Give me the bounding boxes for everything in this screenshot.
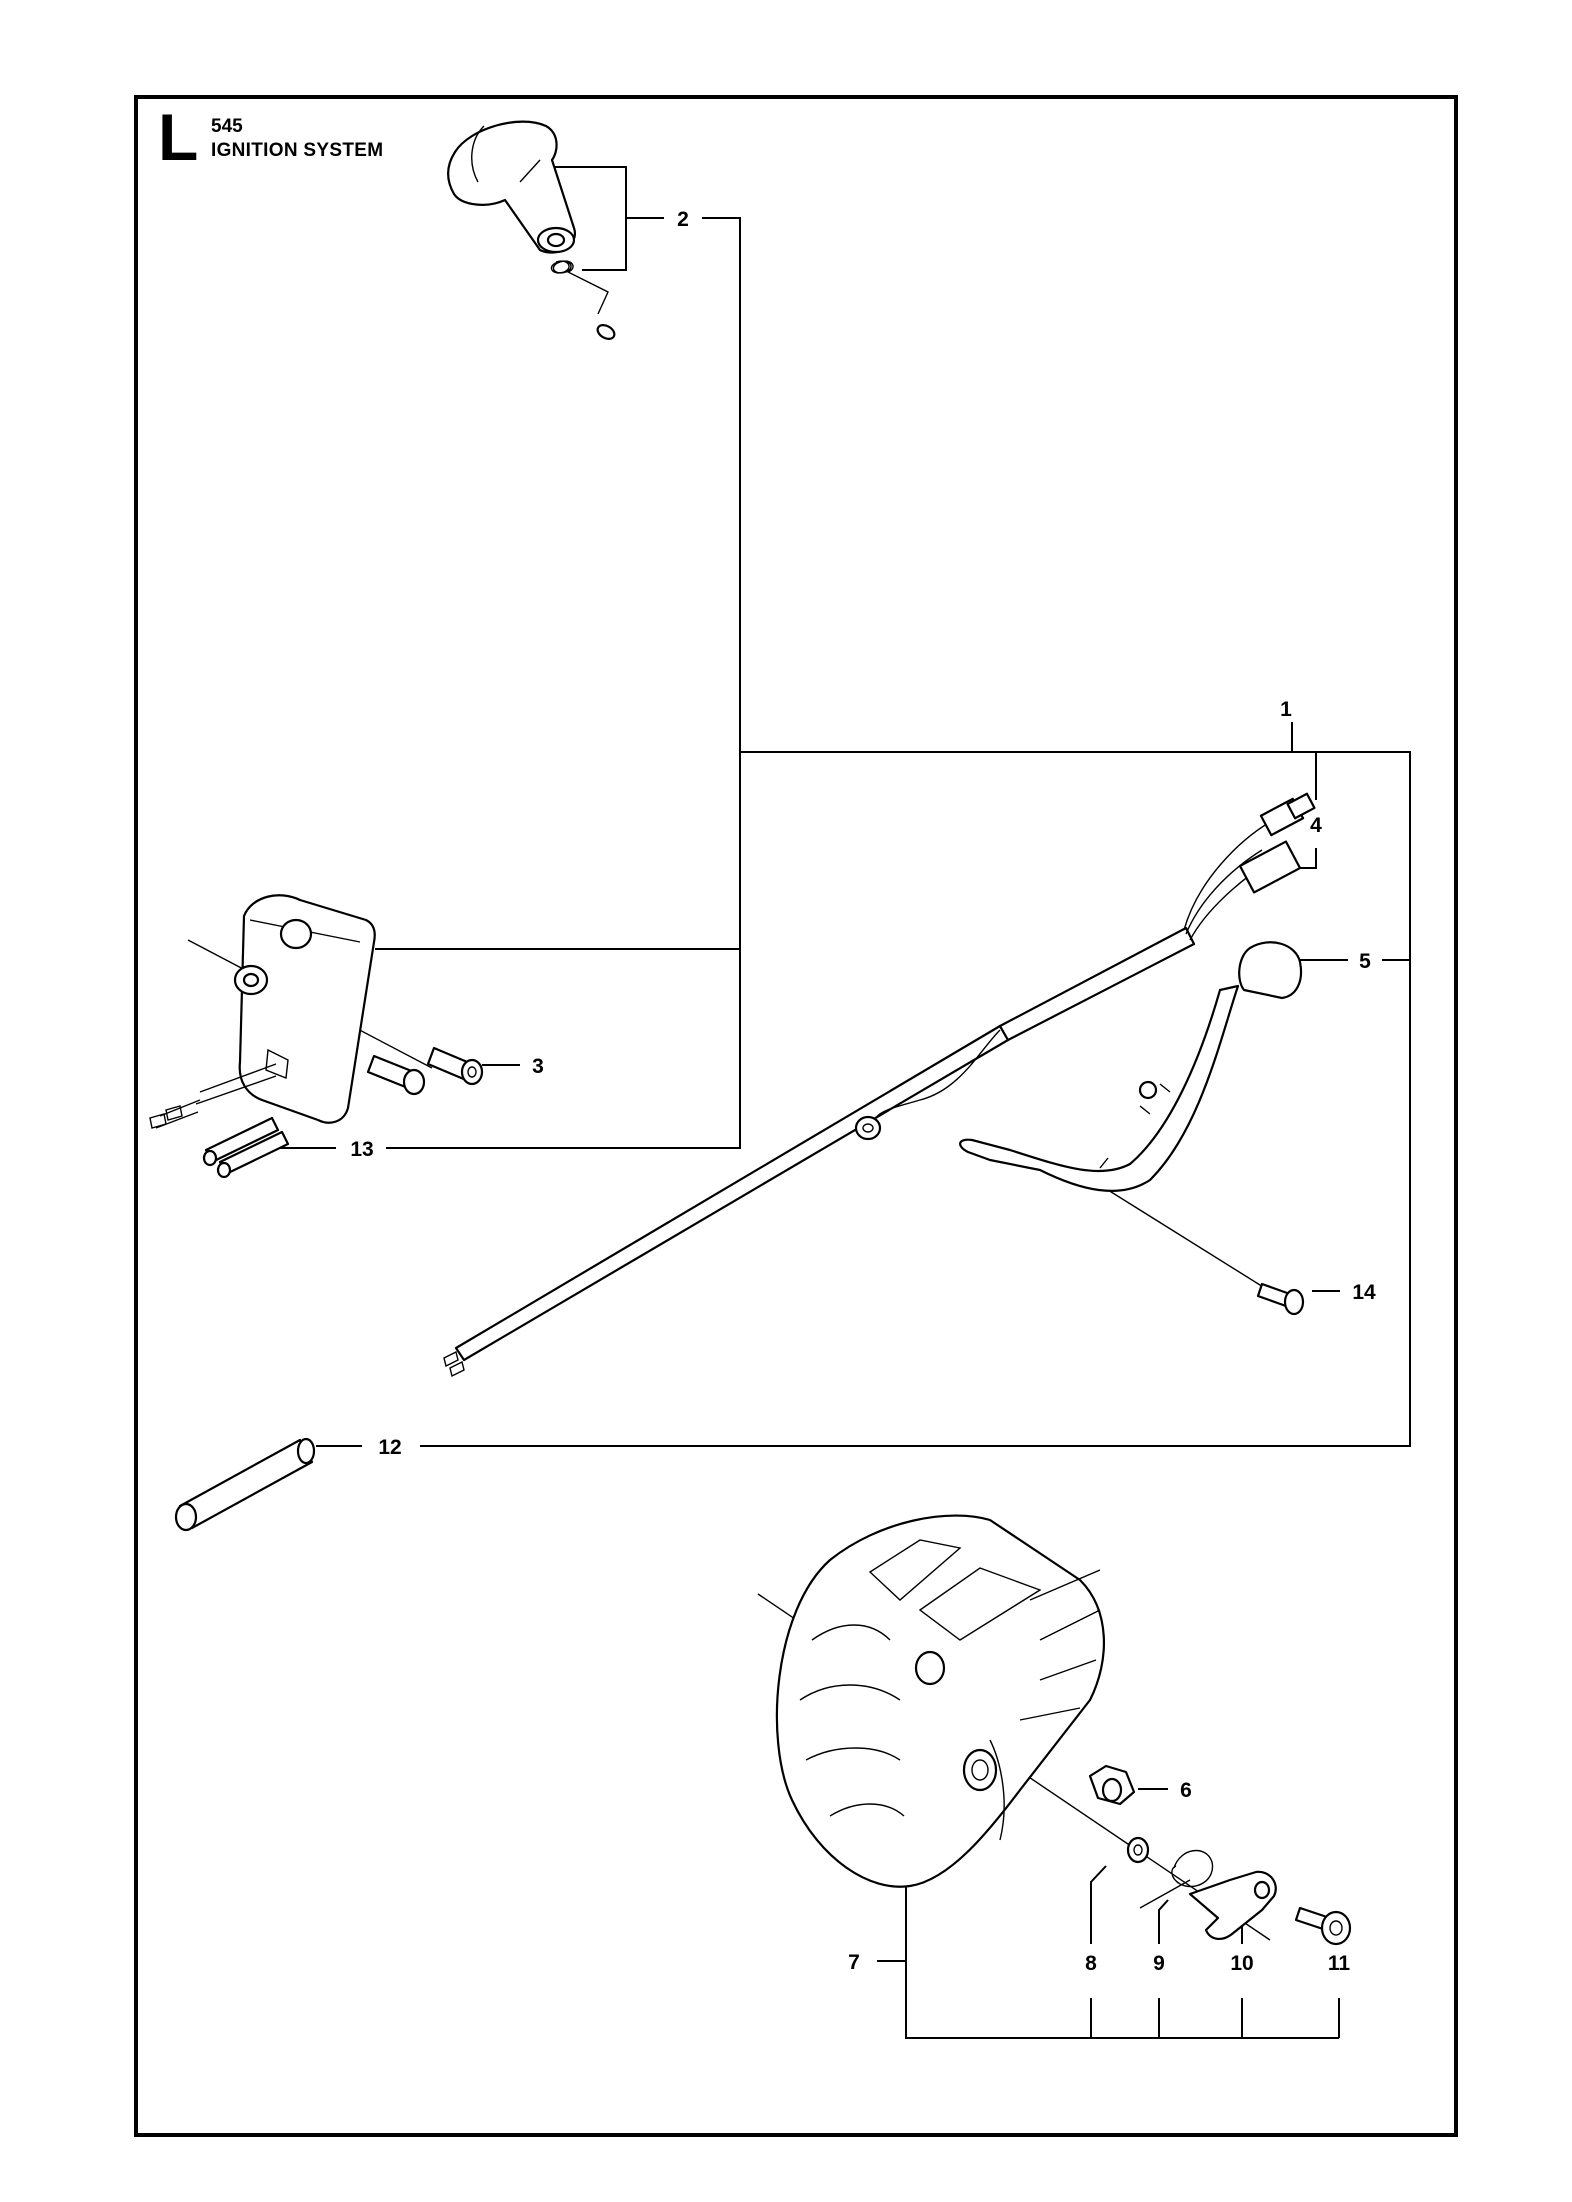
tube bbox=[174, 1437, 316, 1532]
callout-7: 7 bbox=[848, 1951, 860, 1974]
section-title: IGNITION SYSTEM bbox=[211, 140, 384, 161]
sleeves bbox=[202, 1116, 290, 1179]
coil-screws bbox=[366, 1046, 484, 1096]
spring-clip bbox=[550, 260, 609, 315]
callout-3: 3 bbox=[532, 1055, 544, 1078]
pawl-spring bbox=[1139, 1849, 1214, 1909]
leader-lines bbox=[187, 166, 1411, 2039]
diagram-frame bbox=[134, 95, 1458, 2137]
callout-14: 14 bbox=[1352, 1281, 1376, 1304]
section-letter: L bbox=[158, 100, 199, 174]
callout-13: 13 bbox=[350, 1138, 373, 1161]
guide-screw bbox=[1256, 1282, 1305, 1316]
ignition-coil bbox=[149, 894, 376, 1129]
wiring-harness bbox=[443, 792, 1316, 1378]
ignition-lead bbox=[279, 322, 707, 925]
pawl bbox=[1188, 1870, 1277, 1940]
callout-6: 6 bbox=[1180, 1779, 1192, 1802]
callout-9: 9 bbox=[1153, 1952, 1165, 1975]
callout-12: 12 bbox=[378, 1436, 401, 1459]
flywheel-nut bbox=[1088, 1764, 1136, 1806]
callout-8: 8 bbox=[1085, 1952, 1097, 1975]
callout-5: 5 bbox=[1359, 950, 1371, 973]
callout-numbers: 1 2 3 4 5 6 7 8 9 10 11 12 13 14 bbox=[350, 208, 1376, 1975]
callout-1: 1 bbox=[1280, 698, 1292, 721]
washer bbox=[1126, 1836, 1150, 1864]
flywheel bbox=[775, 1514, 1105, 1888]
pawl-screw bbox=[1294, 1906, 1352, 1946]
callout-11: 11 bbox=[1328, 1952, 1351, 1975]
spark-plug-boot bbox=[447, 120, 577, 254]
cable-guide bbox=[959, 941, 1303, 1192]
callout-2: 2 bbox=[677, 208, 689, 231]
callout-4: 4 bbox=[1310, 814, 1322, 837]
model-number: 545 bbox=[211, 116, 243, 137]
callout-10: 10 bbox=[1230, 1952, 1253, 1975]
